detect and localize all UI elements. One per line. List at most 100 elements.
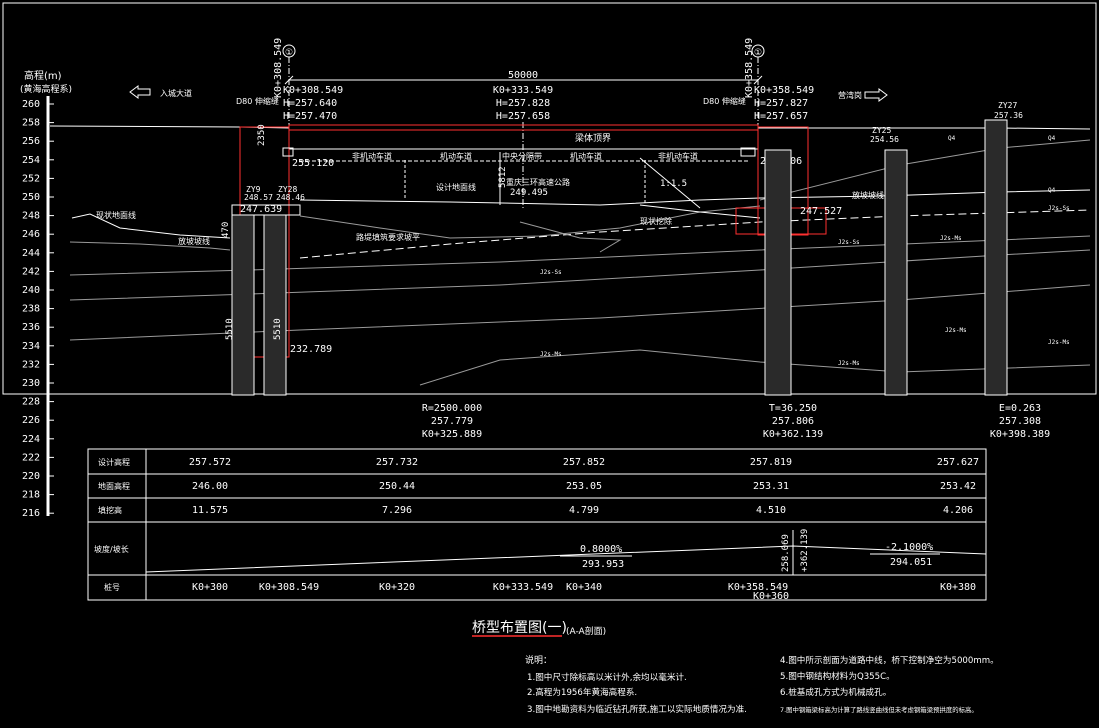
axis-tick-label: 226 <box>22 415 40 426</box>
borehole-4: ZY27 <box>998 101 1017 110</box>
bridge-deck: 梁体顶界 非机动车道 机动车道 中央分隔带 机动车道 非机动车道 重庆三环高速公… <box>96 124 884 246</box>
svg-text:E=0.263: E=0.263 <box>999 403 1041 414</box>
borehole-1: ZY9 <box>246 185 261 194</box>
center-h2: H=257.658 <box>496 111 550 122</box>
axis-tick-label: 240 <box>22 285 40 296</box>
station-label: K0+308.549 <box>259 582 319 593</box>
notes-heading: 说明： <box>525 654 552 666</box>
table-cell: 4.510 <box>756 505 786 516</box>
svg-text:J2s-Ms: J2s-Ms <box>1048 339 1070 346</box>
notes: 说明： 1.图中尺寸除标高以米计外,余均以毫米计. 2.高程为1956年黄海高程… <box>525 654 999 715</box>
existing-ground-label: 现状地面线 <box>96 210 136 220</box>
title-sub: (A-A剖面) <box>566 625 606 637</box>
svg-text:J2s-Ss: J2s-Ss <box>540 269 562 276</box>
grade-line <box>145 545 987 573</box>
pile-bottom-elev: 232.789 <box>290 344 332 355</box>
pier-left-h1: H=257.640 <box>283 98 337 109</box>
fill-requirement-label: 路堤填筑要求坡平 <box>356 232 420 242</box>
borehole-2: ZY28 <box>278 185 297 194</box>
table-row-label: 设计高程 <box>98 457 130 467</box>
axis-subtitle: (黄海高程系) <box>20 83 72 95</box>
abutment-right: 255.306 247.527 ZY25 254.56 ZY27 257.36 <box>735 101 1023 396</box>
station-label: K0+320 <box>379 582 415 593</box>
svg-text:R=2500.000: R=2500.000 <box>422 403 482 414</box>
pier-right-station: K0+358.549 <box>754 85 814 96</box>
vpi-elevation: 258.069 <box>781 534 791 572</box>
note-1: 1.图中尺寸除标高以米计外,余均以毫米计. <box>527 671 687 683</box>
borehole-4-elev: 257.36 <box>994 111 1023 120</box>
grade-2: -2.1000% <box>885 542 933 553</box>
pier-left-station-vertical: K0+308.549 <box>273 38 284 98</box>
axis-tick-label: 252 <box>22 173 40 184</box>
station-label: K0+380 <box>940 582 976 593</box>
axis-tick-label: 234 <box>22 341 40 352</box>
length-1: 293.953 <box>582 559 624 570</box>
svg-text:Q4: Q4 <box>948 135 956 142</box>
axis-tick-label: 222 <box>22 452 40 463</box>
table-cell: 253.42 <box>940 481 976 492</box>
station-row-label: 桩号 <box>104 582 120 592</box>
table-row-label: 填挖高 <box>98 505 122 515</box>
table-cell: 7.296 <box>382 505 412 516</box>
ground-lines <box>49 125 1091 386</box>
axis-tick-label: 216 <box>22 508 40 519</box>
svg-text:257.779: 257.779 <box>431 416 473 427</box>
pile-dim-2: 5510 <box>225 318 235 340</box>
axis-tick-label: 254 <box>22 155 40 166</box>
note-2: 2.高程为1956年黄海高程系. <box>527 686 637 698</box>
center-h1: H=257.828 <box>496 98 550 109</box>
direction-left: 入城大道 <box>129 85 192 99</box>
lane-mid-right-label: 机动车道 <box>570 151 602 161</box>
slope-line-left-label: 放坡坡线 <box>178 236 210 246</box>
axis-tick-label: 248 <box>22 211 40 222</box>
axis-tick-label: 232 <box>22 359 40 370</box>
lane-right-label: 非机动车道 <box>658 151 698 161</box>
existing-ground-left <box>71 213 231 239</box>
note-4: 4.图中所示剖面为道路中线，桥下控制净空为5000mm。 <box>780 654 999 666</box>
direction-right: 营湾岗 <box>838 88 888 102</box>
svg-text:J2s-Ms: J2s-Ms <box>945 327 967 334</box>
axis-tick-label: 244 <box>22 248 40 259</box>
pier-right-h1: H=257.827 <box>754 98 808 109</box>
note-6: 6.桩基成孔方式为机械成孔。 <box>780 686 891 698</box>
axis-tick-label: 230 <box>22 378 40 389</box>
pier-right-mark: ① <box>754 48 762 58</box>
pier-right-tag: D80 伸缩缝 <box>703 96 746 106</box>
note-5: 5.图中钢结构材料为Q355C。 <box>780 670 895 682</box>
lane-left-label: 非机动车道 <box>352 151 392 161</box>
station-label: K0+333.549 <box>493 582 553 593</box>
slope-ratio: 1:1.5 <box>660 179 687 189</box>
table-cell: 257.852 <box>563 457 605 468</box>
axis-tick-label: 236 <box>22 322 40 333</box>
pier-right-station-vertical: K0+358.549 <box>744 38 755 98</box>
table-cell: 257.572 <box>189 457 231 468</box>
station-label: K0+340 <box>566 582 602 593</box>
slope-row-label: 坡度/坡长 <box>94 544 129 554</box>
note-3: 3.图中地勘资料为临近钻孔所获,施工以实际地质情况为准. <box>527 703 747 715</box>
pier-left-tag: D80 伸缩缝 <box>236 96 279 106</box>
geology-tags: Q4 Q4 Q4 J2s-Ss J2s-Ms J2s-Ms J2s-Ms J2s… <box>540 135 1070 367</box>
svg-text:T=36.250: T=36.250 <box>769 403 817 414</box>
axis-tick-label: 260 <box>22 99 40 110</box>
svg-text:J2s-Ms: J2s-Ms <box>940 235 962 242</box>
abutment-left-bottom-elev: 247.639 <box>240 204 282 215</box>
axis-tick-label: 228 <box>22 397 40 408</box>
borehole-2-elev: 248.46 <box>276 193 305 202</box>
excavate-label: 现状挖除 <box>640 216 672 226</box>
borehole-1-elev: 248.57 <box>244 193 273 202</box>
table-cell: 253.05 <box>566 481 602 492</box>
pile-dim-3: 5510 <box>273 318 283 340</box>
length-2: 294.051 <box>890 557 932 568</box>
table-cell: 4.799 <box>569 505 599 516</box>
slope-line-right-label: 放坡坡线 <box>852 190 884 200</box>
grade-1: 0.8000% <box>580 544 622 555</box>
svg-text:K0+325.889: K0+325.889 <box>422 429 482 440</box>
svg-text:Q4: Q4 <box>1048 135 1056 142</box>
svg-text:K0+398.389: K0+398.389 <box>990 429 1050 440</box>
axis-tick-label: 238 <box>22 304 40 315</box>
axis-tick-label: 256 <box>22 136 40 147</box>
svg-text:Q4: Q4 <box>1048 187 1056 194</box>
table-cell: 253.31 <box>753 481 789 492</box>
borehole-3: ZY25 <box>872 126 891 135</box>
